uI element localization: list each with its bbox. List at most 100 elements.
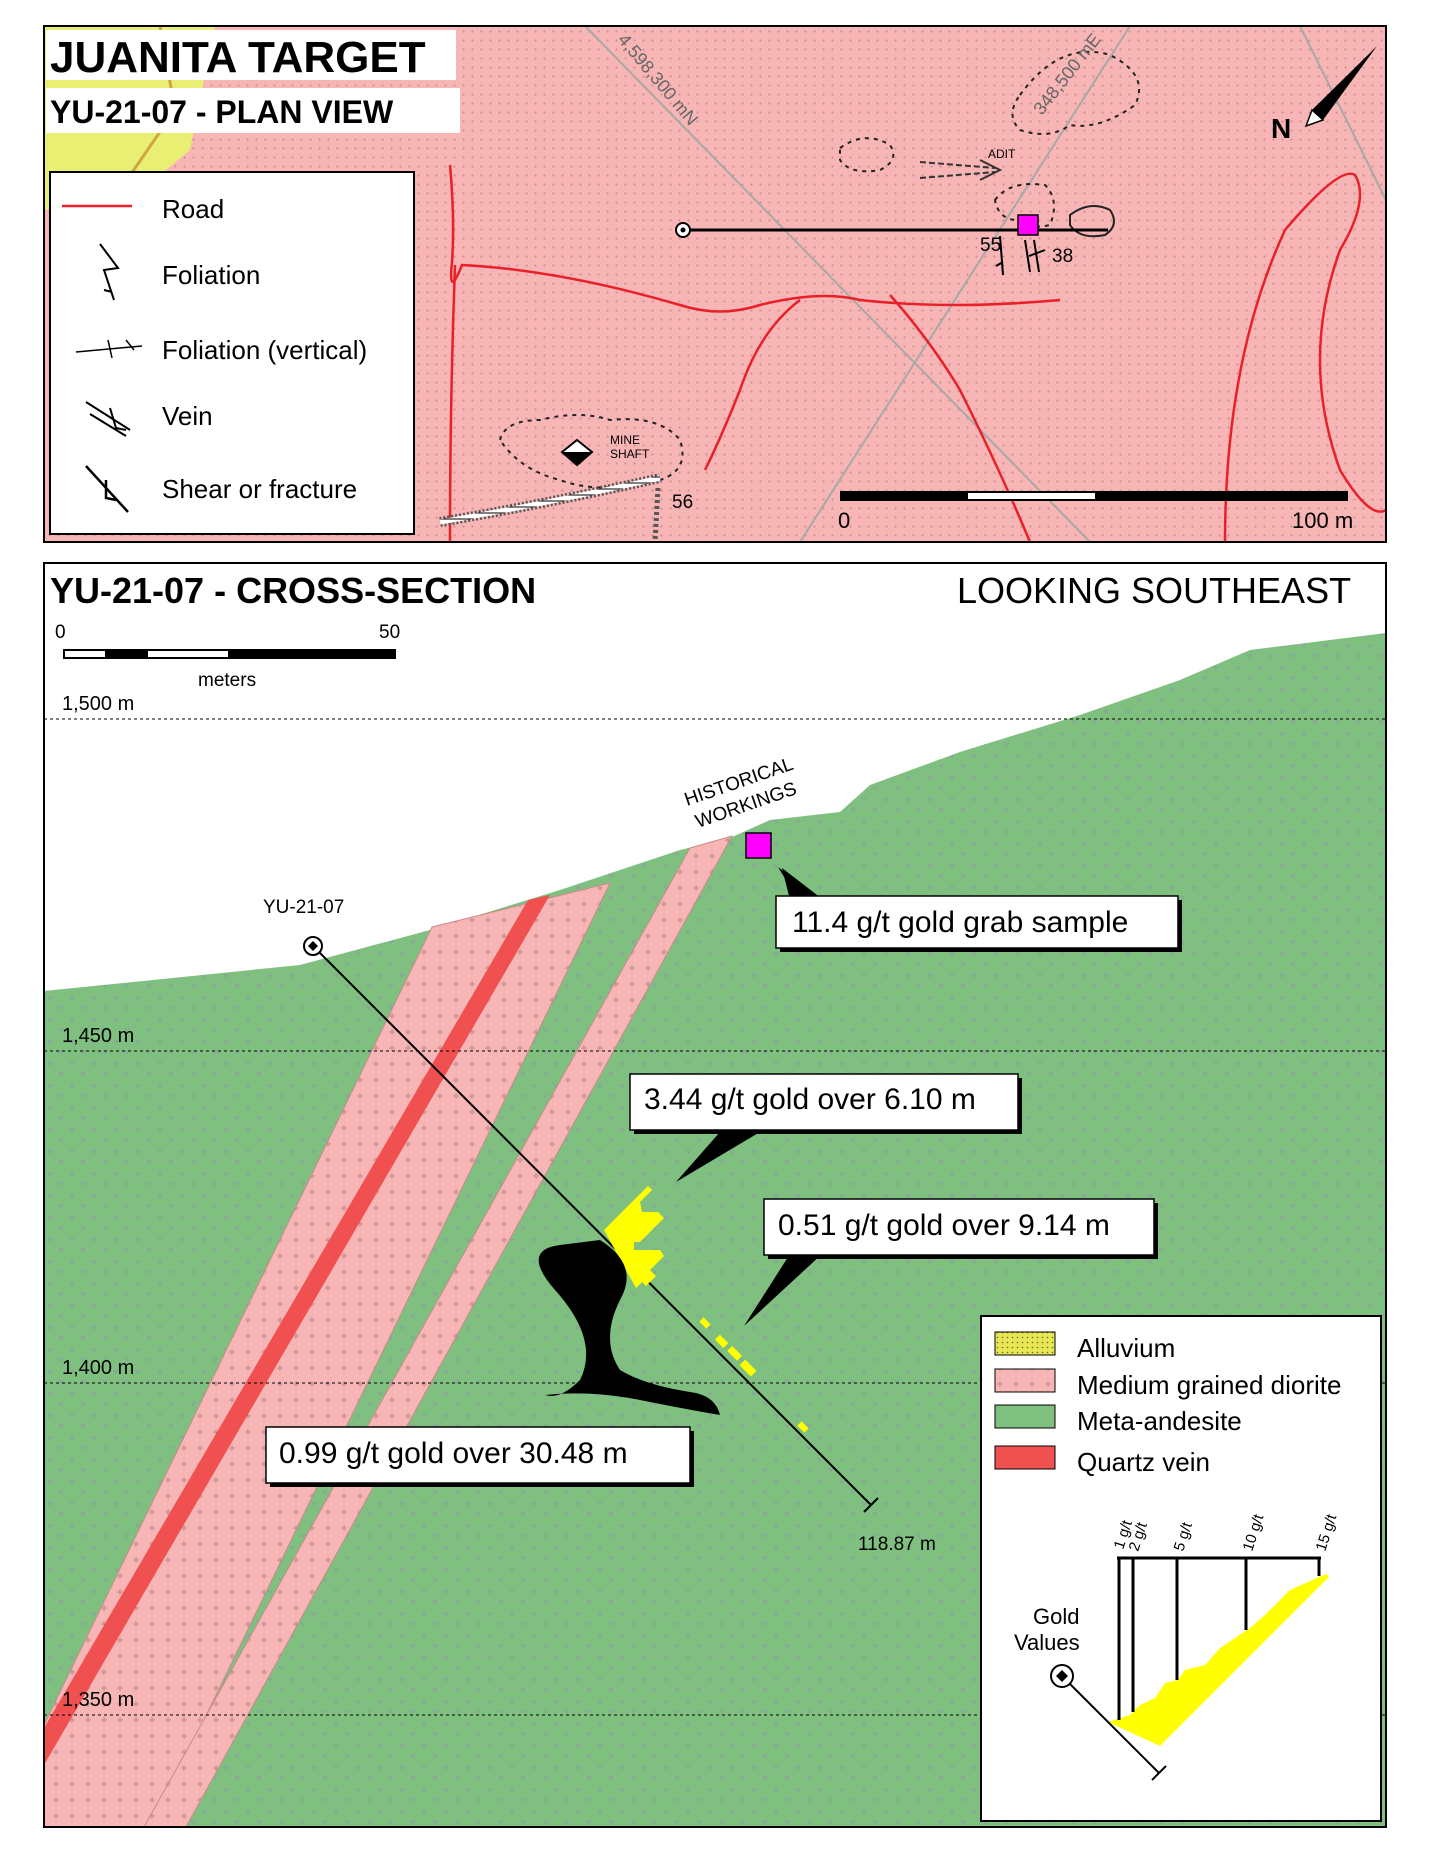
legend-foliation-vertical-icon [75, 339, 143, 359]
legend-diorite-label: Medium grained diorite [1077, 1370, 1341, 1400]
mine-shaft-label-2: SHAFT [610, 447, 650, 461]
legend-andesite-swatch [994, 1404, 1056, 1429]
working-east-small [1069, 205, 1115, 238]
quartz-vein [44, 895, 550, 1765]
section-orientation: LOOKING SOUTHEAST [957, 570, 1351, 611]
gold-scale-trace-end [1151, 1765, 1167, 1781]
gold-values-scale: 1 g/t 2 g/t 5 g/t 10 g/t 15 g/t Gold Val… [1014, 1511, 1341, 1781]
diorite-band-east [143, 835, 734, 1827]
trench-inner [439, 475, 661, 525]
road-main [448, 164, 1061, 313]
legend-vein-icon [85, 401, 131, 437]
gold-scale-ticks [1117, 1556, 1321, 1720]
gold-scale-trace [1061, 1675, 1160, 1774]
callout-344: 3.44 g/t gold over 6.10 m [629, 1073, 1022, 1182]
section-scale-bar [63, 649, 396, 659]
collar-icon [303, 936, 323, 956]
vein-icon [1024, 239, 1046, 273]
elevation-label-1500: 1,500 m [62, 693, 134, 715]
gold-bar-e [797, 1421, 809, 1433]
legend-quartz-label: Quartz vein [1077, 1447, 1210, 1477]
section-scale-start: 0 [55, 622, 66, 643]
legend-foliation-label: Foliation [162, 260, 260, 290]
dip-label-55: 55 [980, 235, 1001, 256]
plan-title-box [46, 30, 456, 80]
dip-label-56: 56 [672, 492, 693, 513]
plan-scale-end: 100 m [1292, 508, 1353, 533]
legend-diorite-swatch [994, 1368, 1056, 1393]
north-label: N [1271, 113, 1291, 144]
plan-legend: Road Foliation Foliation (vertical) Vein… [49, 171, 415, 535]
callout-grab: 11.4 g/t gold grab sample [775, 867, 1182, 952]
plan-view-map: MINE SHAFT ADIT 55 38 56 4,598,300 mN 34… [43, 25, 1387, 543]
diorite-band-west [44, 882, 611, 1827]
legend-foliation-icon [99, 243, 120, 301]
plan-sample-marker [1017, 214, 1039, 236]
plan-scale-start: 0 [838, 508, 850, 533]
drill-hole-end [863, 1497, 879, 1513]
legend-shear-icon [85, 465, 129, 513]
legend-alluvium-label: Alluvium [1077, 1333, 1175, 1363]
working-west-small [839, 137, 895, 173]
callout-051-text: 0.51 g/t gold over 9.14 m [778, 1209, 1110, 1242]
gold-scale-fill [1108, 1574, 1329, 1746]
hole-label: YU-21-07 [263, 897, 344, 918]
mine-shaft-icon [560, 438, 594, 467]
gold-scale-title-1: Gold [1033, 1604, 1079, 1629]
section-scale-end: 50 [379, 622, 400, 643]
plan-subtitle: YU-21-07 - PLAN VIEW [50, 94, 394, 130]
gold-bar-b [714, 1334, 729, 1349]
road-east [1223, 172, 1386, 542]
legend-shear-label: Shear or fracture [162, 474, 357, 504]
section-frame [43, 562, 1387, 1828]
adit-symbol [919, 159, 1003, 181]
drill-hole-trace [312, 945, 872, 1506]
road-west [448, 264, 457, 542]
gold-bar-main [604, 1186, 664, 1288]
dip-label-38: 38 [1052, 246, 1073, 267]
legend-andesite-label: Meta-andesite [1077, 1406, 1242, 1436]
gold-scale-title-2: Values [1014, 1630, 1080, 1655]
legend-alluvium-swatch [994, 1331, 1056, 1356]
road-south [703, 299, 801, 471]
section-legend: Alluvium Medium grained diorite Meta-and… [980, 1315, 1382, 1822]
plan-scale-bar [840, 491, 1348, 501]
foliation-icon [995, 235, 1004, 276]
grid-line-east [1299, 26, 1386, 201]
north-arrow-icon [1304, 46, 1377, 128]
working-central [993, 183, 1055, 228]
legend-quartz-swatch [994, 1445, 1056, 1470]
workings-outlines [498, 50, 1140, 489]
collar-icon [675, 222, 691, 238]
mine-shaft-label-1: MINE [610, 433, 640, 447]
plan-title: JUANITA TARGET [50, 33, 426, 82]
hole-depth-label: 118.87 m [858, 1534, 936, 1555]
plan-frame [43, 25, 1387, 543]
section-sample-marker [745, 832, 772, 859]
callout-344-text: 3.44 g/t gold over 6.10 m [644, 1083, 976, 1116]
elevation-label-1350: 1,350 m [62, 1689, 134, 1711]
gold-bar-c [727, 1345, 743, 1361]
gold-bar-a [699, 1317, 711, 1329]
elevation-label-1400: 1,400 m [62, 1357, 134, 1379]
gold-histogram [604, 1186, 809, 1433]
callout-grab-text: 11.4 g/t gold grab sample [792, 906, 1128, 939]
legend-road-label: Road [162, 194, 224, 224]
plan-subtitle-box [46, 88, 460, 133]
callout-099-text: 0.99 g/t gold over 30.48 m [279, 1437, 628, 1470]
legend-vein-label: Vein [162, 401, 213, 431]
adit-label: ADIT [988, 147, 1016, 161]
callout-099: 0.99 g/t gold over 30.48 m [265, 1426, 694, 1487]
grid-line-easting [799, 26, 1131, 542]
gold-bar-d [739, 1359, 757, 1377]
working-north [1011, 50, 1140, 135]
legend-foliation-vertical-label: Foliation (vertical) [162, 335, 367, 365]
elevation-label-1450: 1,450 m [62, 1025, 134, 1047]
section-title: YU-21-07 - CROSS-SECTION [50, 570, 536, 611]
grid-line-northing [584, 26, 1091, 542]
collar-icon [1050, 1664, 1074, 1688]
working-mine-shaft [498, 414, 684, 489]
cross-section: 1,500 m 1,450 m 1,400 m 1,350 m YU-21-07… [43, 562, 1387, 1828]
section-scale-unit: meters [198, 670, 256, 691]
